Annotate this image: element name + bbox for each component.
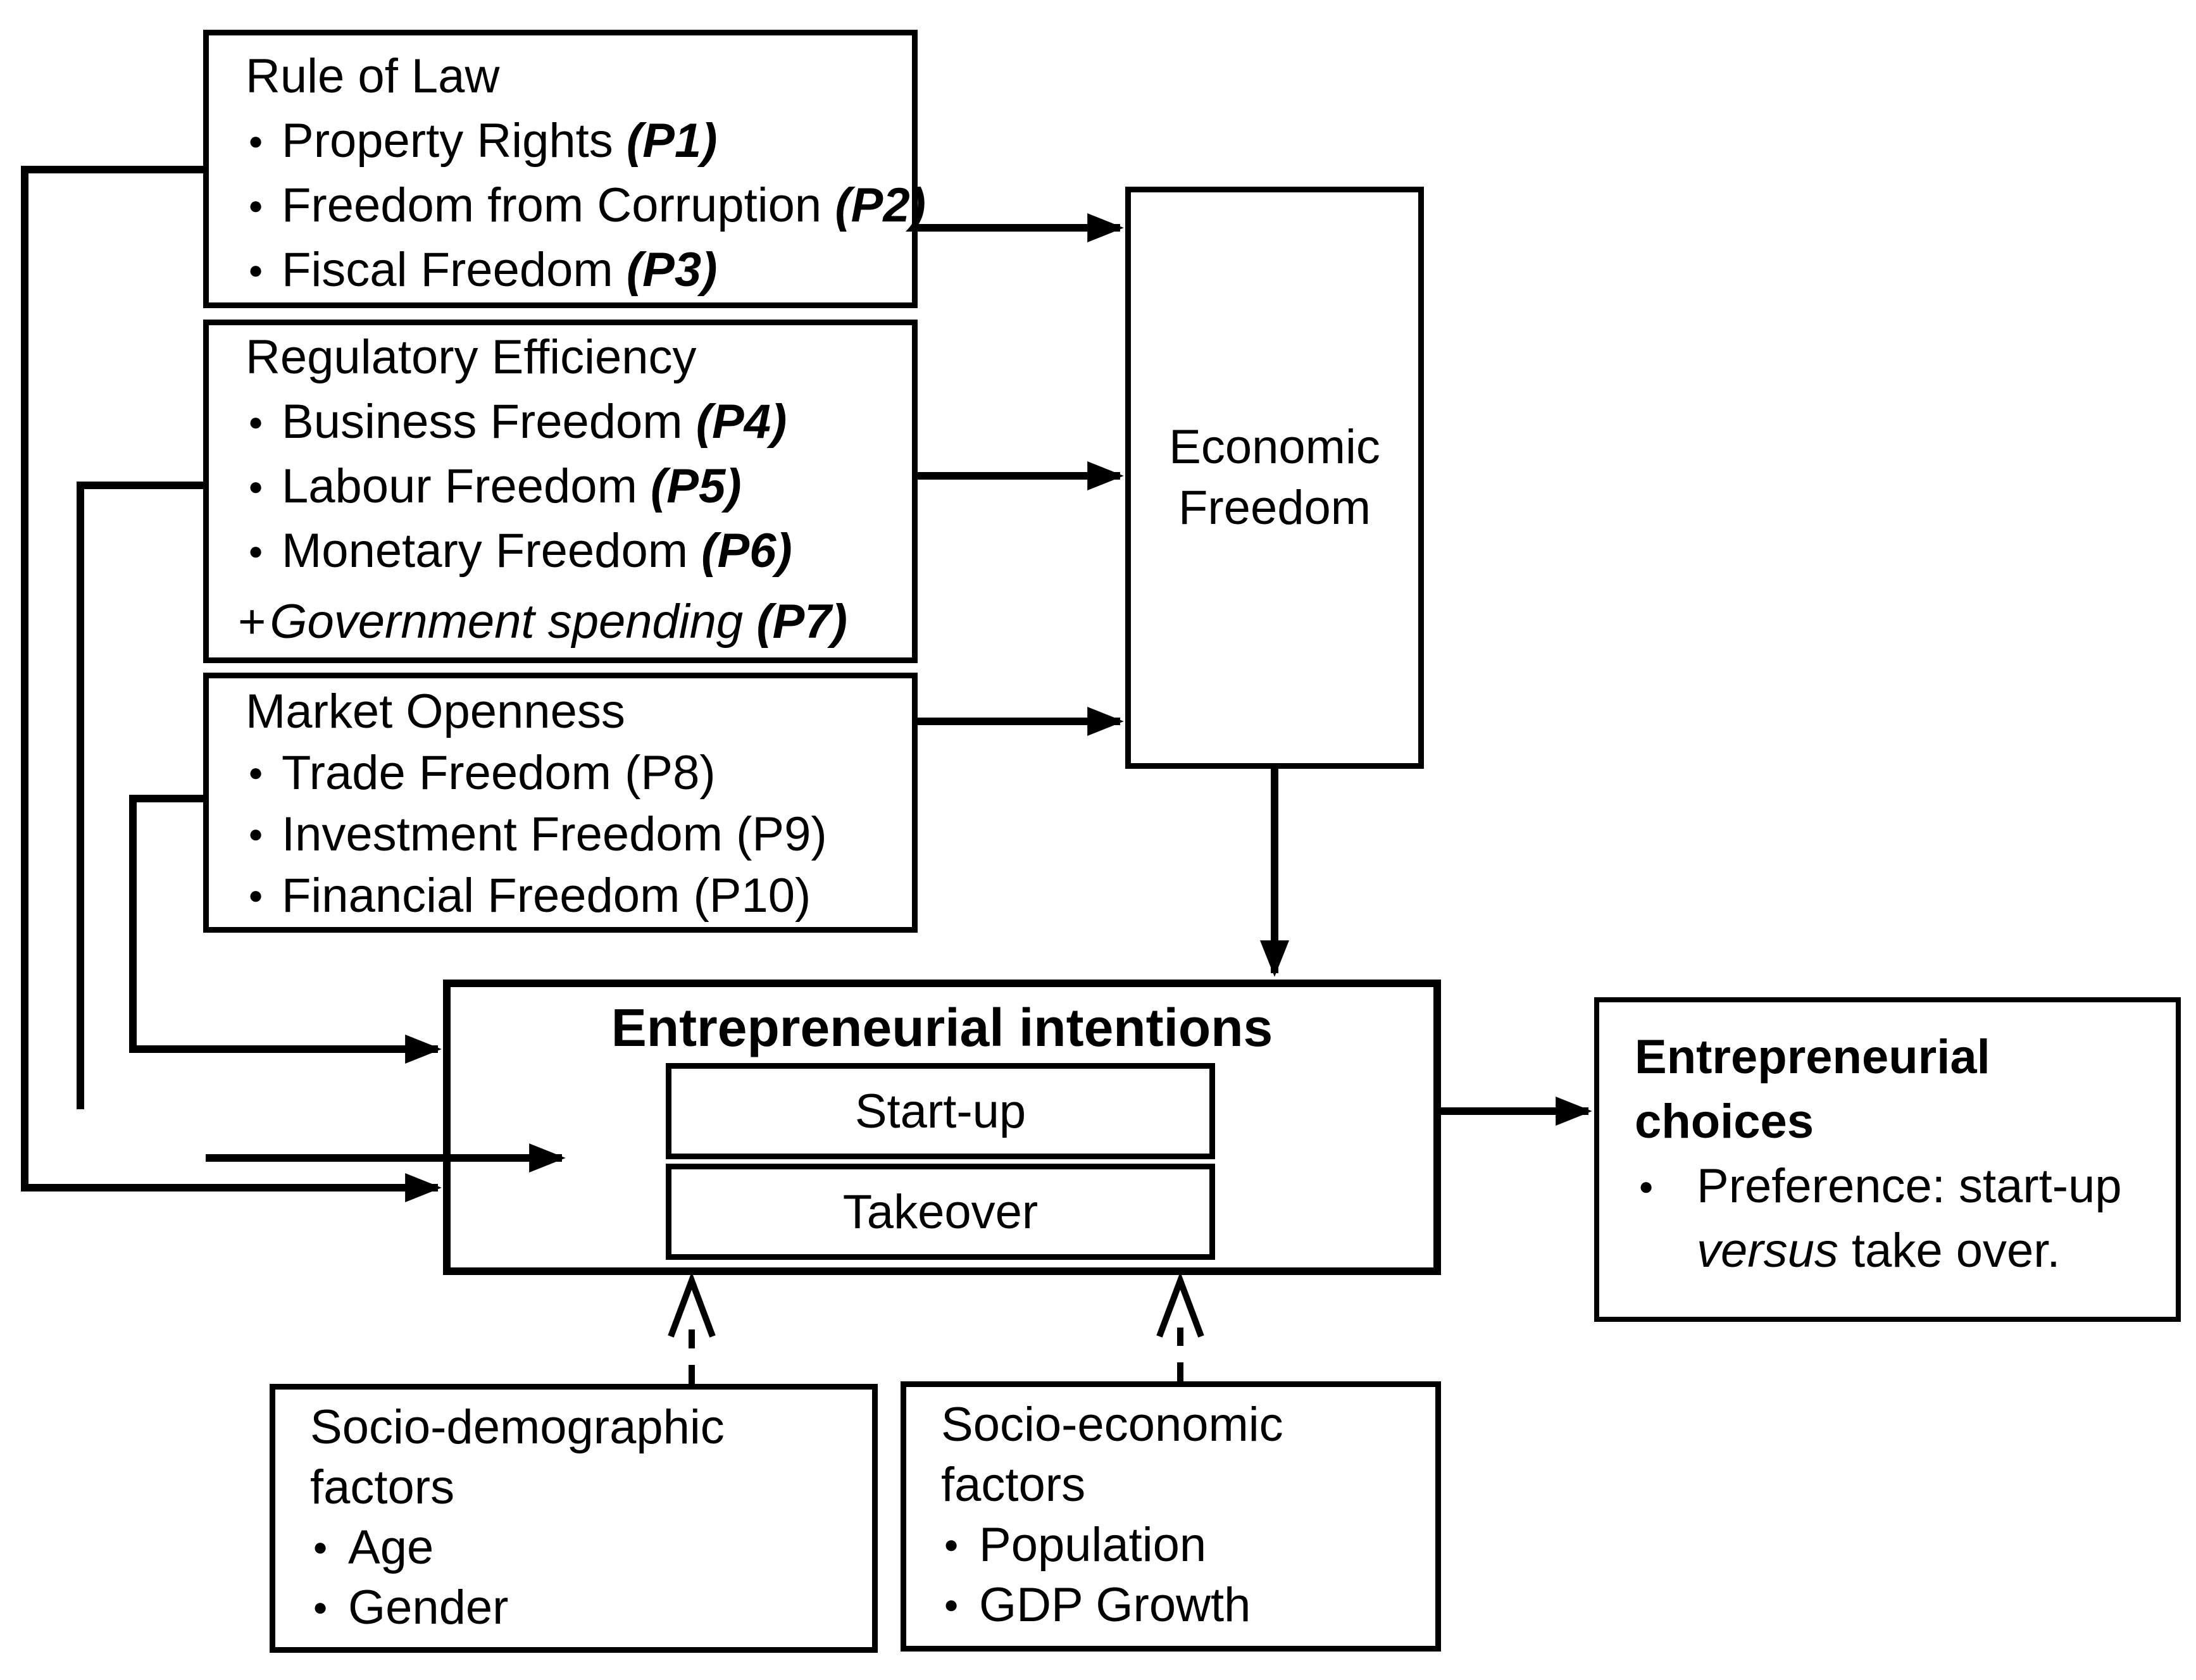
bullet-icon: ● <box>313 1593 328 1621</box>
socio-economic-title: Socio-economic factors <box>941 1398 1283 1512</box>
item-label: Freedom from Corruption <box>282 178 822 232</box>
box-socio-demographic-factors: Socio-demographic factors ● Age ● Gender <box>270 1384 878 1653</box>
government-spending-line: +Government spending (P7) <box>238 590 908 654</box>
box-socio-economic-factors: Socio-economic factors ● Population ● GDP … <box>901 1381 1441 1652</box>
list-item: ● Age <box>310 1517 866 1577</box>
bullet-icon: ● <box>248 192 264 220</box>
feedback-line-regulatory-efficiency-segment <box>77 482 203 1109</box>
bullet-icon: ● <box>248 820 264 848</box>
market-openness-items: ● Trade Freedom (P8) ● Investment Freedom … <box>246 742 908 926</box>
takeover-text: take over. <box>1851 1224 2061 1278</box>
item-label: Government spending <box>270 595 744 649</box>
regulatory-efficiency-title: Regulatory Efficiency <box>246 330 697 384</box>
item-code: (P5) <box>651 459 742 513</box>
item-code: (P7) <box>756 595 847 649</box>
box-regulatory-efficiency: Regulatory Efficiency ● Business Freedom … <box>203 320 918 663</box>
list-item: ● Labour Freedom (P5) <box>246 454 908 519</box>
item-label: Population <box>979 1518 1207 1572</box>
box-entrepreneurial-choices: Entrepreneurial choices ● Preference: sta… <box>1594 997 2181 1322</box>
box-entrepreneurial-intentions: Entrepreneurial intentions Start-up Take… <box>443 980 1441 1275</box>
item-label: Trade Freedom <box>282 746 611 800</box>
item-label: Property Rights <box>282 114 613 168</box>
list-item: ● Business Freedom (P4) <box>246 390 908 454</box>
item-label: GDP Growth <box>979 1578 1251 1632</box>
item-code: (P6) <box>701 524 792 578</box>
entrepreneurial-intentions-title: Entrepreneurial intentions <box>611 998 1273 1057</box>
list-item: ● Preference: start-up versus take over. <box>1635 1154 2163 1283</box>
box-takeover: Takeover <box>666 1164 1215 1260</box>
preference-text: Preference: start-up <box>1697 1159 2122 1213</box>
list-item: ● Gender <box>310 1577 866 1638</box>
market-openness-title: Market Openness <box>246 685 625 738</box>
list-item: ● Freedom from Corruption (P2) <box>246 173 926 238</box>
bullet-icon: ● <box>248 127 264 155</box>
item-code: (P3) <box>626 243 718 297</box>
item-label: Gender <box>348 1581 509 1634</box>
bullet-icon: ● <box>313 1533 328 1561</box>
plus-icon: + <box>238 595 266 649</box>
bullet-icon: ● <box>248 881 264 909</box>
item-label: Business Freedom <box>282 395 683 449</box>
list-item: ● GDP Growth <box>941 1575 1429 1635</box>
box-market-openness: Market Openness ● Trade Freedom (P8) ● Inv… <box>203 673 918 933</box>
box-economic-freedom: Economic Freedom <box>1125 187 1424 769</box>
list-item: ● Property Rights (P1) <box>246 109 908 173</box>
list-item: ● Fiscal Freedom (P3) <box>246 238 908 302</box>
item-code: (P2) <box>835 178 926 232</box>
list-item: ● Financial Freedom (P10) <box>246 865 908 926</box>
item-code: (P4) <box>696 395 787 449</box>
bullet-icon: ● <box>248 256 264 284</box>
rule-of-law-title: Rule of Law <box>246 49 500 103</box>
item-code: (P8) <box>625 746 716 800</box>
dashed-arrowhead-socio-demographic <box>668 1271 716 1338</box>
startup-label: Start-up <box>854 1084 1026 1138</box>
rule-of-law-items: ● Property Rights (P1) ● Freedom from Corr… <box>246 109 926 302</box>
item-label: Investment Freedom <box>282 807 723 861</box>
item-label: Financial Freedom <box>282 869 680 923</box>
list-item: ● Population <box>941 1515 1429 1575</box>
socio-demographic-items: ● Age ● Gender <box>310 1517 866 1638</box>
box-rule-of-law: Rule of Law ● Property Rights (P1) ● Freed… <box>203 30 926 308</box>
box-startup: Start-up <box>666 1063 1215 1159</box>
item-code: (P1) <box>626 114 718 168</box>
item-code: (P10) <box>693 869 811 923</box>
bullet-icon: ● <box>248 537 264 565</box>
bullet-icon: ● <box>248 408 264 436</box>
socio-demographic-title: Socio-demographic factors <box>310 1400 725 1514</box>
economic-freedom-title: Economic Freedom <box>1169 420 1380 535</box>
list-item: ● Investment Freedom (P9) <box>246 804 908 865</box>
item-label: Monetary Freedom <box>282 524 689 578</box>
item-label: Fiscal Freedom <box>282 243 613 297</box>
takeover-label: Takeover <box>842 1185 1039 1239</box>
entrepreneurial-choices-items: ● Preference: start-up versus take over. <box>1635 1154 2163 1283</box>
bullet-icon: ● <box>248 759 264 787</box>
item-code: (P9) <box>736 807 827 861</box>
socio-economic-items: ● Population ● GDP Growth <box>941 1515 1429 1635</box>
list-item: ● Monetary Freedom (P6) <box>246 519 908 583</box>
bullet-icon: ● <box>944 1591 959 1619</box>
entrepreneurial-choices-title: Entrepreneurial choices <box>1635 1030 1990 1148</box>
bullet-icon: ● <box>248 473 264 501</box>
regulatory-efficiency-items: ● Business Freedom (P4) ● Labour Freedom (… <box>246 390 908 583</box>
item-label: Age <box>348 1521 434 1574</box>
bullet-icon: ● <box>944 1531 959 1559</box>
list-item: ● Trade Freedom (P8) <box>246 742 908 804</box>
versus-text: versus <box>1697 1224 1838 1278</box>
bullet-icon: ● <box>1638 1173 1654 1200</box>
dashed-arrowhead-socio-economic <box>1156 1271 1204 1338</box>
item-label: Labour Freedom <box>282 459 637 513</box>
